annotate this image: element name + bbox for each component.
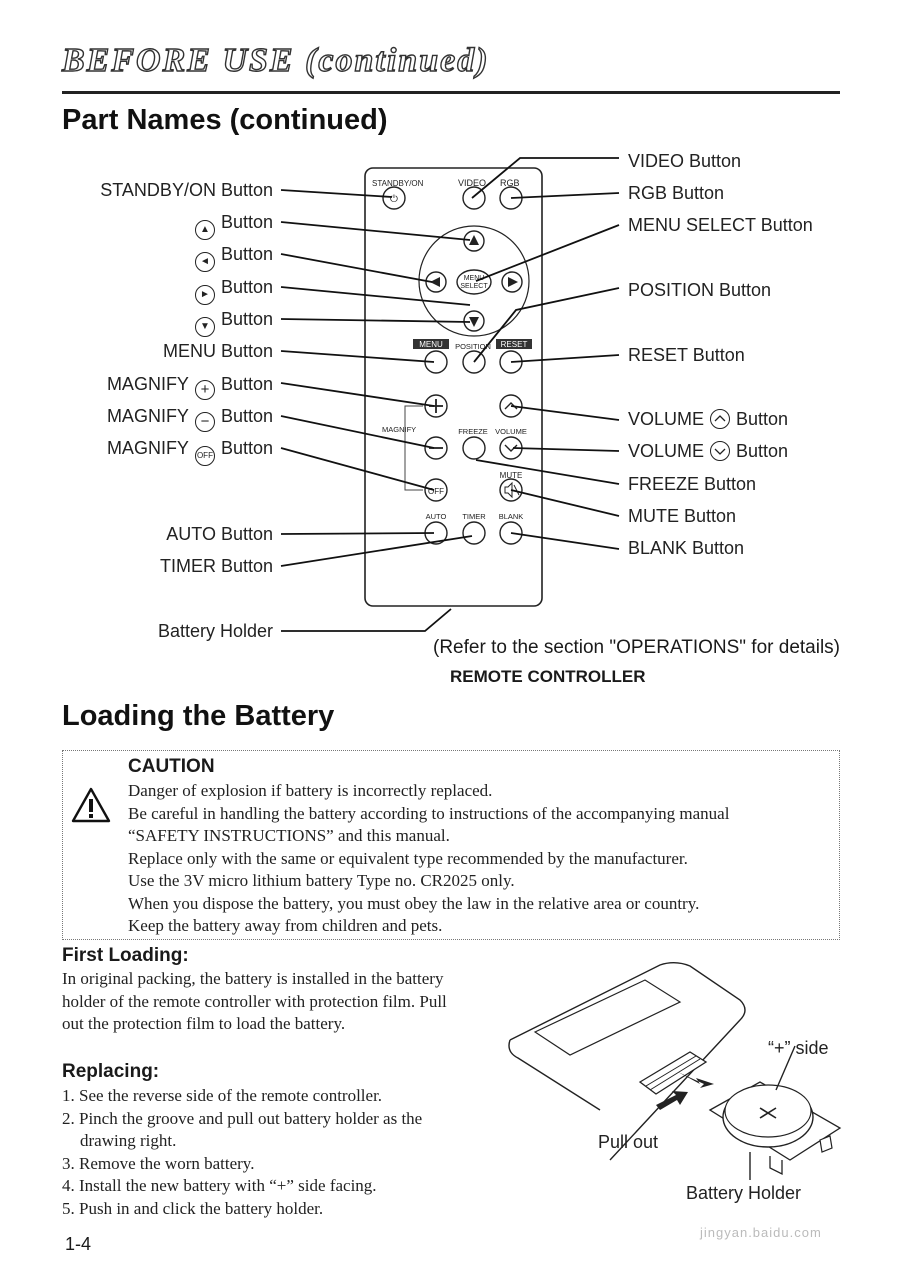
label-down-button: ▼Button xyxy=(189,308,273,337)
up-triangle-icon: ▲ xyxy=(194,220,215,240)
caution-line: When you dispose the battery, you must o… xyxy=(128,893,700,913)
remote-label-area xyxy=(533,979,682,1056)
label-auto-button: AUTO Button xyxy=(166,524,273,544)
first-loading-heading: First Loading: xyxy=(62,945,189,966)
label-video-button: VIDEO Button xyxy=(628,151,742,171)
freeze-button xyxy=(462,436,486,460)
plus-icon: + xyxy=(194,380,215,400)
remote-back-outline xyxy=(509,962,746,1161)
label-left-button: ◄Button xyxy=(189,243,273,272)
label-blank-button: BLANK Button xyxy=(628,538,745,558)
off-icon: OFF xyxy=(194,446,215,466)
watermark: jingyan.baidu.com xyxy=(700,1225,822,1240)
label-menu-button: MENU Button xyxy=(162,341,273,361)
menu-label-plate xyxy=(413,339,449,349)
remote-label-select: SELECT xyxy=(460,283,488,290)
step-item: 1. See the reverse side of the remote co… xyxy=(62,1086,383,1105)
minus-icon: − xyxy=(194,412,215,432)
remote-label-off: OFF xyxy=(428,487,444,496)
remote-label-auto: AUTO xyxy=(426,512,447,521)
warning-triangle-icon xyxy=(71,787,111,823)
label-magnify-plus: MAGNIFY+Button xyxy=(106,374,273,400)
remote-label-menu-plate: MENU xyxy=(419,340,443,349)
left-triangle-icon: ◄ xyxy=(194,252,215,272)
remote-label-position: POSITION xyxy=(455,342,491,351)
figure-caption: REMOTE CONTROLLER xyxy=(450,667,646,686)
section-header-title: BEFORE USE (continued) xyxy=(61,41,490,79)
label-rgb-button: RGB Button xyxy=(628,183,725,203)
magnify-off-button xyxy=(424,478,448,502)
loading-battery-title: Loading the Battery xyxy=(62,700,335,732)
caution-line: Replace only with the same or equivalent… xyxy=(128,848,688,868)
remote-label-freeze: FREEZE xyxy=(458,427,488,436)
caution-line: “SAFETY INSTRUCTIONS” and this manual. xyxy=(128,826,450,845)
remote-label-reset: RESET xyxy=(501,340,528,349)
caution-box xyxy=(62,750,840,940)
label-freeze-button: FREEZE Button xyxy=(628,474,757,494)
label-position-button: POSITION Button xyxy=(628,280,772,300)
label-reset-button: RESET Button xyxy=(628,345,745,365)
pull-out-label: Pull out xyxy=(598,1132,659,1152)
header-rule xyxy=(62,91,840,94)
step-item: 2. Pinch the groove and pull out battery… xyxy=(62,1108,423,1128)
label-mute-button: MUTE Button xyxy=(628,506,737,526)
part-names-title: Part Names (continued) xyxy=(62,104,388,136)
label-battery-holder: Battery Holder xyxy=(157,621,273,641)
remote-label-menu: MENU xyxy=(464,275,485,282)
paragraph-line: In original packing, the battery is inst… xyxy=(62,969,444,988)
plus-side-label: “+” side xyxy=(768,1038,829,1058)
holder-slot xyxy=(638,1051,708,1095)
caution-heading: CAUTION xyxy=(128,756,215,777)
reset-label-plate xyxy=(496,339,532,349)
paragraph-line: out the protection film to load the batt… xyxy=(62,1014,346,1033)
refer-note: (Refer to the section "OPERATIONS" for d… xyxy=(433,637,840,658)
pull-arrow-icon xyxy=(678,1072,714,1088)
page-number: 1-4 xyxy=(65,1234,92,1254)
label-magnify-minus: MAGNIFY−Button xyxy=(106,406,273,432)
label-right-button: ►Button xyxy=(189,276,273,305)
remote-controller-diagram: STANDBY/ON VIDEO RGB ⏻ MENU SELECT MENU … xyxy=(280,157,620,632)
step-item: 4. Install the new battery with “+” side… xyxy=(62,1176,377,1195)
step-item: 5. Push in and click the battery holder. xyxy=(62,1198,324,1218)
label-menu-select-button: MENU SELECT Button xyxy=(628,215,813,235)
caution-line: Danger of explosion if battery is incorr… xyxy=(128,781,493,800)
chevron-down-icon xyxy=(710,441,731,461)
caution-line: Be careful in handling the battery accor… xyxy=(128,803,730,823)
caution-line: Keep the battery away from children and … xyxy=(128,916,443,935)
remote-label-magnify: MAGNIFY xyxy=(382,425,416,434)
down-triangle-icon: ▼ xyxy=(194,317,215,337)
timer-button xyxy=(462,521,486,545)
menu-select-button xyxy=(456,269,492,295)
push-arrow-icon xyxy=(656,1091,688,1110)
battery-replacement-drawing xyxy=(508,962,842,1180)
right-triangle-icon: ► xyxy=(194,285,215,305)
label-timer-button: TIMER Button xyxy=(159,556,273,576)
label-standby-on: STANDBY/ON Button xyxy=(100,180,273,200)
replacing-heading: Replacing: xyxy=(62,1061,160,1082)
remote-label-rgb: RGB xyxy=(500,178,520,188)
caution-line: Use the 3V micro lithium battery Type no… xyxy=(128,871,515,890)
remote-label-mute: MUTE xyxy=(500,471,523,480)
first-loading-text: In original packing, the battery is inst… xyxy=(62,968,447,1036)
chevron-up-icon xyxy=(710,409,731,429)
standby-on-button xyxy=(382,186,406,210)
svg-text:⏻: ⏻ xyxy=(390,194,398,205)
remote-label-standby: STANDBY/ON xyxy=(372,179,424,188)
remote-label-video: VIDEO xyxy=(458,178,486,188)
step-item: 3. Remove the worn battery. xyxy=(62,1153,255,1173)
remote-label-blank: BLANK xyxy=(499,512,524,521)
replacing-steps: 1. See the reverse side of the remote co… xyxy=(62,1085,422,1220)
remote-label-volume: VOLUME xyxy=(495,427,527,436)
caution-text: Danger of explosion if battery is incorr… xyxy=(128,780,729,938)
direction-pad-ring xyxy=(418,225,530,337)
paragraph-line: holder of the remote controller with pro… xyxy=(62,991,447,1011)
leader-lines xyxy=(280,157,620,632)
step-item: drawing right. xyxy=(80,1131,177,1150)
battery-holder-label: Battery Holder xyxy=(686,1183,802,1203)
label-up-button: ▲Button xyxy=(189,211,273,240)
remote-label-timer: TIMER xyxy=(462,512,486,521)
